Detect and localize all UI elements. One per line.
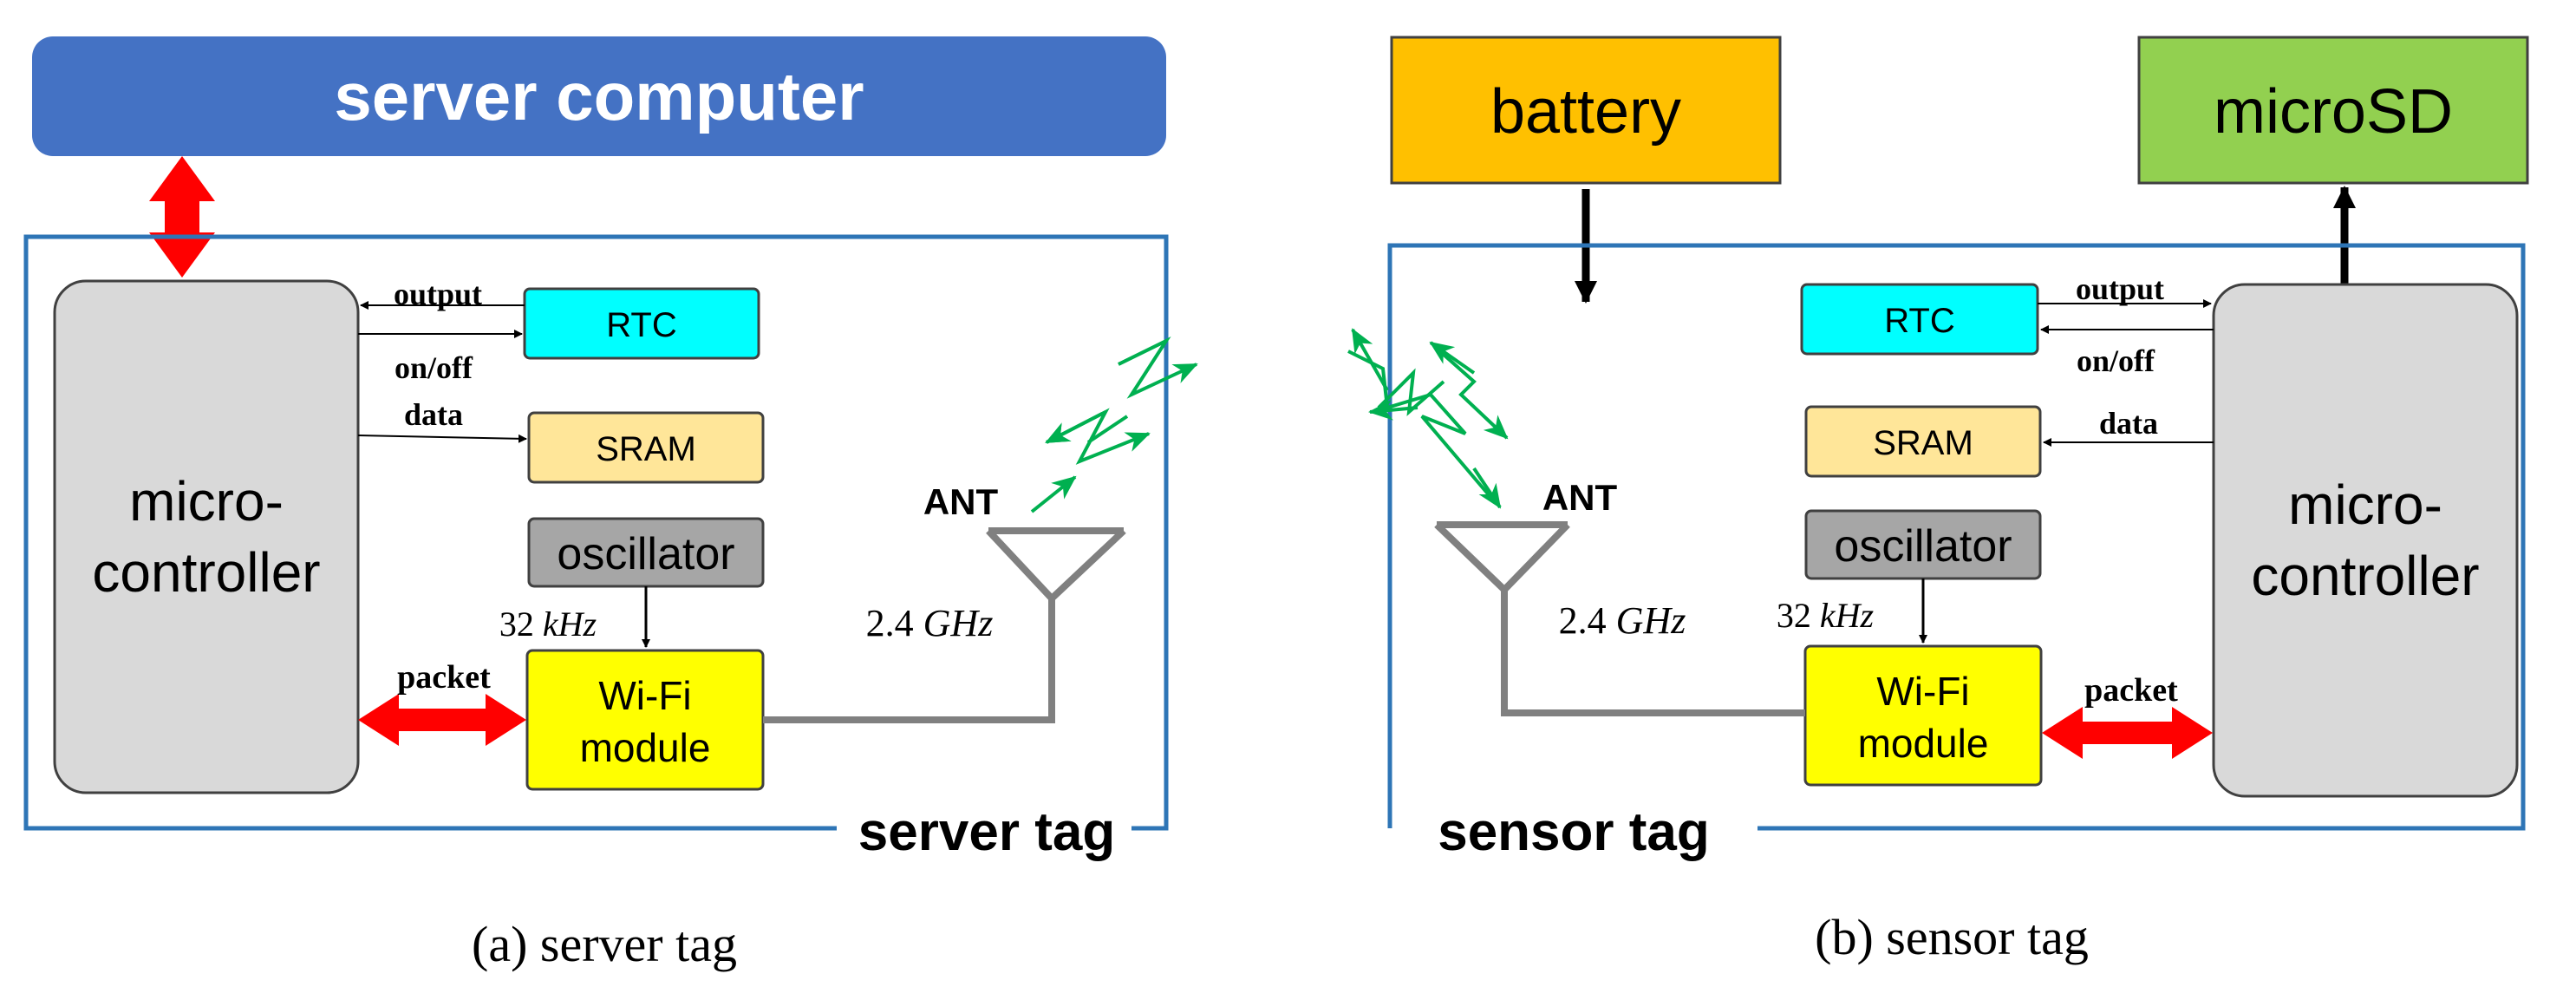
sram-data-label: data bbox=[404, 397, 463, 432]
server-tag-label: server tag bbox=[858, 802, 1115, 862]
microcontroller-label-line2: controller bbox=[92, 541, 320, 604]
antenna-icon bbox=[986, 528, 1126, 604]
rtc-onoff-label: on/off bbox=[2077, 343, 2155, 378]
packet-label: packet bbox=[397, 659, 491, 696]
wireless-signal-icon bbox=[1030, 337, 1198, 513]
wifi-module-label-line1: Wi-Fi bbox=[1876, 669, 1969, 714]
server-panel: server computer server tag micro- contro… bbox=[23, 36, 1198, 972]
antenna-icon bbox=[1434, 522, 1570, 595]
packet-label: packet bbox=[2084, 672, 2178, 709]
sensor-tag-label: sensor tag bbox=[1438, 802, 1710, 862]
battery-box bbox=[1390, 36, 1782, 185]
microsd-box bbox=[2137, 36, 2529, 185]
packet-arrow bbox=[358, 694, 526, 746]
antenna-feed-line bbox=[1501, 590, 1805, 716]
ant-label: ANT bbox=[1542, 477, 1618, 518]
packet-arrow bbox=[2042, 707, 2213, 759]
rtc-box bbox=[523, 287, 760, 360]
rtc-box bbox=[1800, 283, 2039, 356]
microcontroller-label-line1: micro- bbox=[129, 470, 284, 533]
rtc-label: RTC bbox=[1884, 302, 1954, 340]
server-computer-box bbox=[32, 36, 1166, 156]
sram-data-arrow bbox=[357, 434, 527, 443]
sram-box bbox=[527, 411, 765, 484]
rtc-label: RTC bbox=[606, 306, 676, 344]
sensor-tag-border bbox=[1387, 243, 2526, 831]
wireless-signal-icon bbox=[1347, 328, 1509, 509]
server-computer-link-arrow bbox=[149, 156, 215, 278]
caption-b: (b) sensor tag bbox=[1815, 909, 2089, 965]
freq-khz-label: 32 kHz bbox=[1777, 596, 1875, 635]
freq-ghz-label: 2.4 GHz bbox=[866, 602, 994, 644]
caption-a: (a) server tag bbox=[472, 916, 737, 972]
wifi-module-label-line2: module bbox=[580, 725, 711, 770]
rtc-output-label: output bbox=[2076, 271, 2164, 306]
sram-label: SRAM bbox=[596, 430, 696, 468]
rtc-output-label: output bbox=[394, 277, 482, 311]
rtc-onoff-label: on/off bbox=[395, 350, 473, 385]
microcontroller-label-line2: controller bbox=[2251, 545, 2479, 607]
freq-ghz-label: 2.4 GHz bbox=[1559, 599, 1686, 642]
freq-khz-label: 32 kHz bbox=[499, 605, 597, 644]
wifi-module-label-line2: module bbox=[1858, 721, 1989, 766]
server-computer-label: server computer bbox=[334, 58, 864, 134]
microsd-label: microSD bbox=[2214, 77, 2453, 147]
sram-label: SRAM bbox=[1873, 424, 1973, 462]
battery-label: battery bbox=[1490, 77, 1681, 147]
wifi-module-label-line1: Wi-Fi bbox=[598, 673, 691, 718]
microcontroller-label-line1: micro- bbox=[2288, 474, 2442, 536]
sram-data-label: data bbox=[2099, 406, 2158, 441]
sram-box bbox=[1804, 405, 2042, 478]
oscillator-label: oscillator bbox=[1834, 521, 2012, 572]
ant-label: ANT bbox=[923, 481, 999, 522]
oscillator-label: oscillator bbox=[557, 529, 734, 579]
microcontroller-box bbox=[2212, 283, 2519, 798]
server-tag-border bbox=[23, 234, 1169, 831]
microcontroller-box bbox=[53, 279, 360, 794]
sensor-panel: battery microSD sensor tag micro- contro… bbox=[1347, 36, 2529, 965]
antenna-feed-line bbox=[763, 598, 1055, 723]
